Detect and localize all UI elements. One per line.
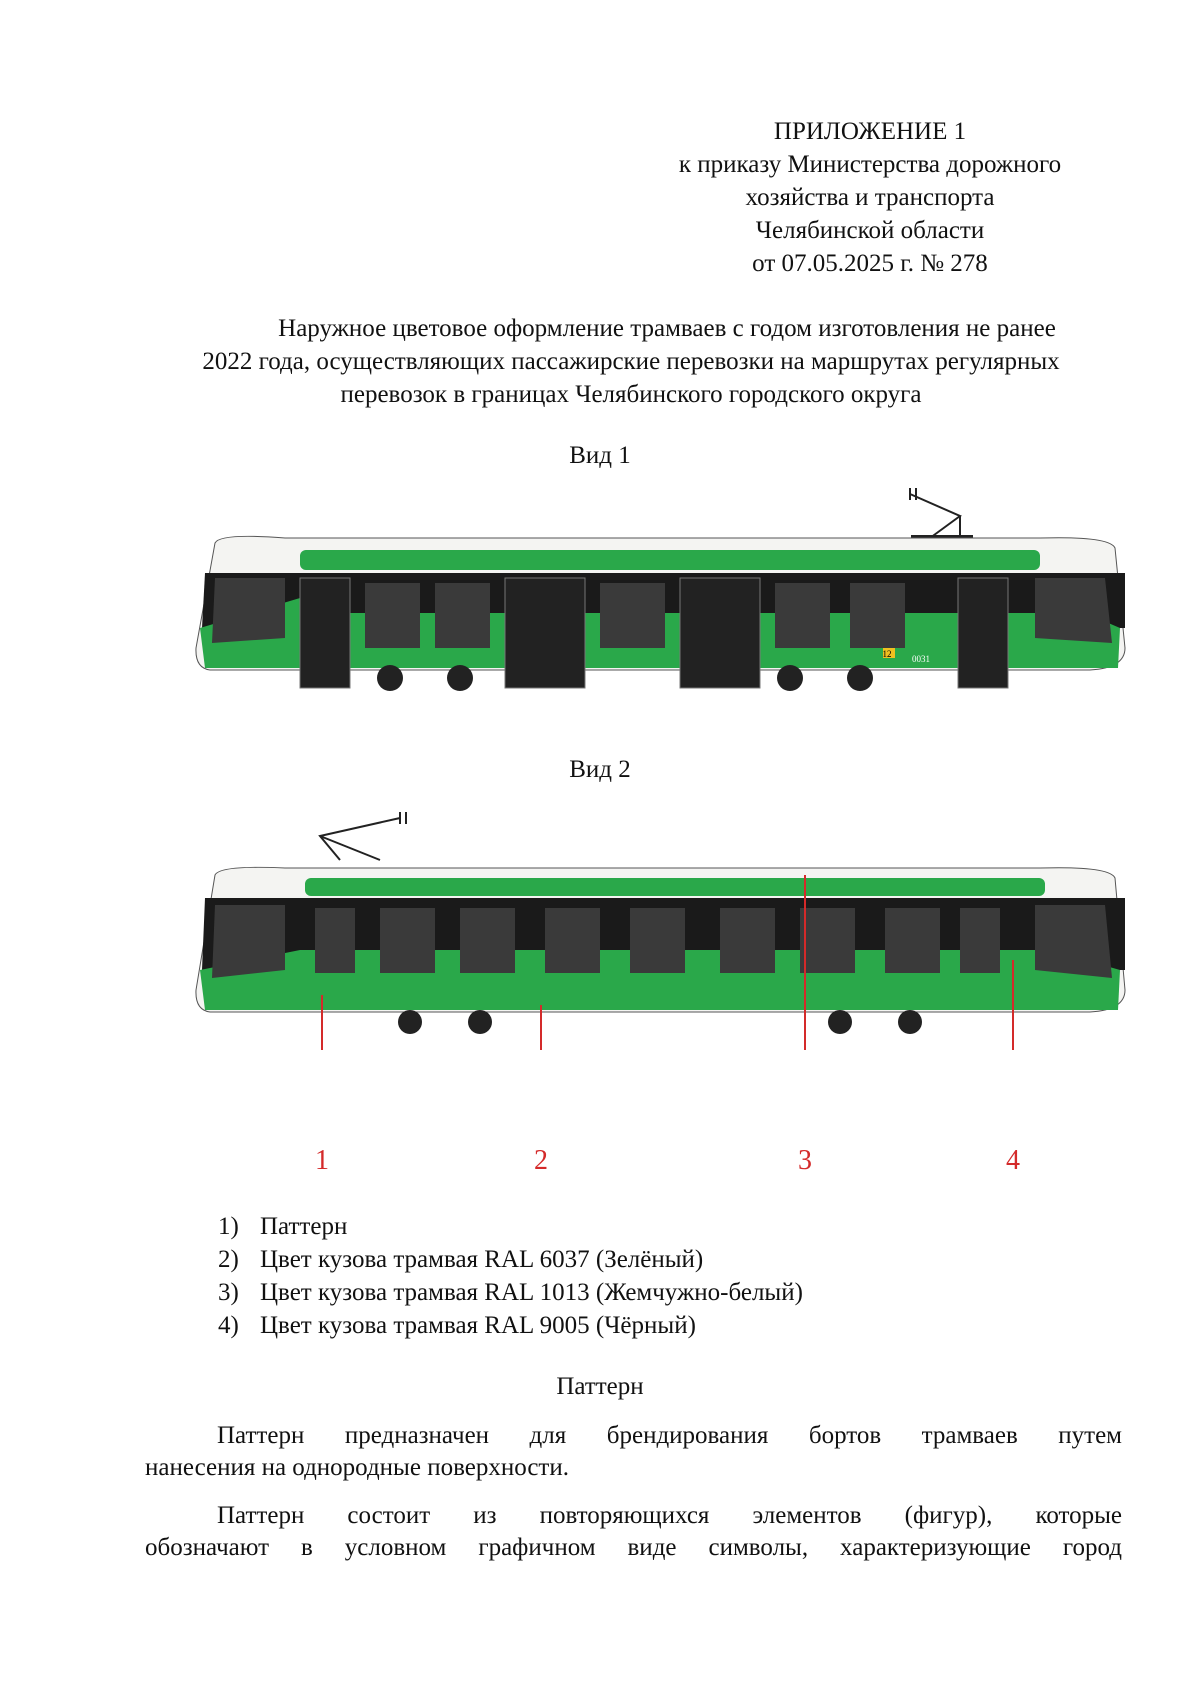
legend-text: Паттерн [260,1213,348,1240]
legend-text: Цвет кузова трамвая RAL 1013 (Жемчужно-б… [260,1279,803,1306]
document-title: Наружное цветовое оформление трамваев с … [140,312,1122,411]
header-line: ПРИЛОЖЕНИЕ 1 [773,118,967,145]
callout-3: 3 [798,1145,812,1176]
view2-label: Вид 2 [569,756,631,783]
title-line: перевозок в границах Челябинского городс… [340,381,922,408]
tram-view1-image: 12 0031 [195,488,1126,691]
pattern-paragraph-1: Паттерн предназначен для брендирования б… [145,1420,1122,1484]
pattern-heading: Паттерн [556,1373,644,1400]
title-line: 2022 года, осуществляющих пассажирские п… [202,348,1060,375]
appendix-header: ПРИЛОЖЕНИЕ 1 к приказу Министерства доро… [620,115,1120,280]
header-line: от 07.05.2025 г. № 278 [752,250,988,277]
callout-lines [321,875,1014,1050]
board-number: 0031 [912,654,930,664]
legend-item: 1) Паттерн [218,1210,803,1243]
callout-1: 1 [315,1145,329,1176]
tram-view2-image [195,812,1126,1050]
header-line: Челябинской области [755,217,985,244]
paragraph-line: Паттерн предназначен для брендирования б… [217,1422,1122,1449]
legend-text: Цвет кузова трамвая RAL 6037 (Зелёный) [260,1246,704,1273]
paragraph-line: обозначают в условном графичном виде сим… [145,1534,1122,1561]
paragraph-line: нанесения на однородные поверхности. [145,1454,569,1481]
title-line: Наружное цветовое оформление трамваев с … [278,315,1056,342]
legend-text: Цвет кузова трамвая RAL 9005 (Чёрный) [260,1312,696,1339]
legend-item: 2) Цвет кузова трамвая RAL 6037 (Зелёный) [218,1243,803,1276]
pattern-paragraph-2: Паттерн состоит из повторяющихся элемент… [145,1500,1122,1564]
legend-number: 1) [218,1213,239,1240]
view1-label: Вид 1 [569,442,631,469]
legend-item: 3) Цвет кузова трамвая RAL 1013 (Жемчужно… [218,1276,803,1309]
header-line: к приказу Министерства дорожного [678,151,1062,178]
callout-2: 2 [534,1145,548,1176]
legend-number: 3) [218,1279,239,1306]
callout-4: 4 [1006,1145,1020,1176]
header-line: хозяйства и транспорта [745,184,995,211]
pantograph [909,488,973,542]
legend-list: 1) Паттерн 2) Цвет кузова трамвая RAL 6037… [218,1210,803,1342]
legend-number: 2) [218,1246,239,1273]
legend-number: 4) [218,1312,239,1339]
paragraph-line: Паттерн состоит из повторяющихся элемент… [217,1502,1122,1529]
legend-item: 4) Цвет кузова трамвая RAL 9005 (Чёрный) [218,1309,803,1342]
route-number: 12 [883,649,892,659]
